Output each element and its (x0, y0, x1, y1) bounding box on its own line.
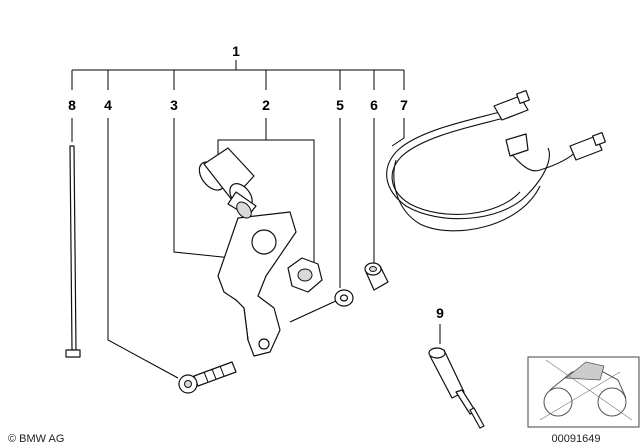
washer-part-5[interactable] (334, 289, 354, 307)
callout-3[interactable]: 3 (170, 97, 178, 113)
drawing-number: 00091649 (552, 433, 601, 445)
callout-1[interactable]: 1 (232, 43, 240, 59)
screw-part-4[interactable] (178, 361, 237, 394)
hex-nut[interactable] (287, 257, 323, 293)
callout-4[interactable]: 4 (104, 97, 112, 113)
assembly-bracket-lines (71, 60, 405, 90)
motorcycle-thumbnail-icon (527, 356, 640, 428)
cable-harness-part-7[interactable] (386, 89, 607, 232)
copyright-text: © BMW AG (8, 433, 64, 445)
plug-part-9[interactable] (428, 347, 485, 429)
cable-tie-part-8[interactable] (65, 145, 81, 358)
leader-lines (71, 118, 441, 379)
power-socket-part-2[interactable] (194, 147, 257, 221)
callout-6[interactable]: 6 (370, 97, 378, 113)
callout-7[interactable]: 7 (400, 97, 408, 113)
callout-2[interactable]: 2 (262, 97, 270, 113)
callout-8[interactable]: 8 (68, 97, 76, 113)
mounting-bracket-part-3[interactable] (217, 211, 297, 357)
spacer-part-6[interactable] (364, 262, 389, 291)
callout-9[interactable]: 9 (436, 305, 444, 321)
callout-5[interactable]: 5 (336, 97, 344, 113)
